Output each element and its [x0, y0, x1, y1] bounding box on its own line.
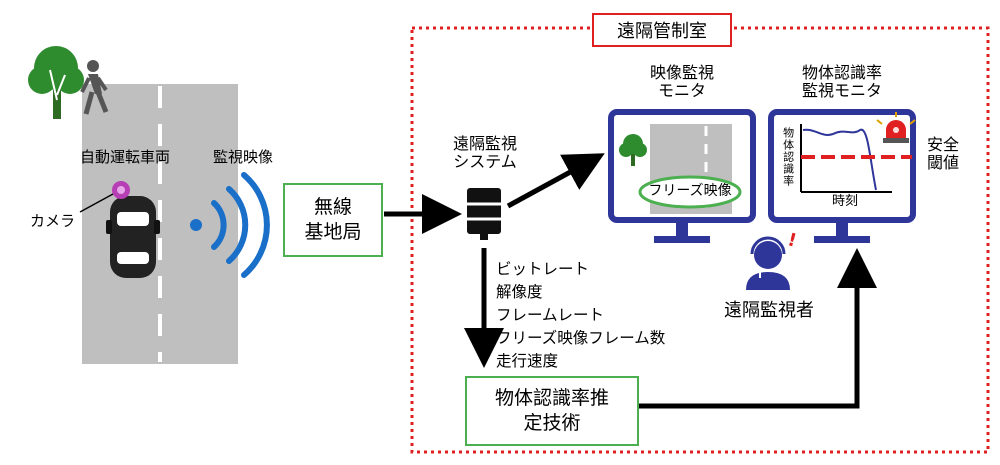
- server-icon: [467, 188, 501, 240]
- rate-y-axis-label: 物体認識率: [781, 127, 795, 187]
- param-item: ビットレート: [496, 260, 590, 278]
- freeze-label: フリーズ映像: [648, 183, 732, 199]
- safety-line1: 安全: [926, 135, 959, 154]
- video-label: 監視映像: [213, 148, 274, 166]
- estimation-box: 物体認識率推 定技術: [465, 376, 639, 446]
- param-item: 解像度: [496, 282, 543, 301]
- param-item: 走行速度: [496, 351, 559, 370]
- control-room-title: 遠隔管制室: [592, 13, 732, 47]
- rate-monitor-line2: 監視モニタ: [801, 81, 882, 101]
- tree-icon: [28, 46, 84, 119]
- safety-threshold-label: 安全 閾値: [920, 135, 966, 173]
- video-monitor: [608, 109, 756, 243]
- control-room-title-text: 遠隔管制室: [617, 21, 707, 42]
- video-monitor-line2: モニタ: [657, 81, 706, 101]
- arrow-system-to-monitor: [506, 153, 605, 209]
- monitoring-system-line2: システム: [453, 152, 517, 172]
- estimation-line2: 定技術: [523, 412, 581, 434]
- camera-icon: [79, 181, 130, 213]
- arrow-estimation-to-rate-monitor: [637, 248, 877, 409]
- rate-monitor-title: 物体認識率 監視モニタ: [782, 63, 902, 101]
- rate-monitor-line1: 物体認識率: [801, 63, 882, 82]
- parameter-list: ビットレート 解像度 フレームレート フリーズ映像フレーム数 走行速度: [496, 258, 665, 373]
- base-station-line1: 無線: [313, 196, 352, 219]
- freeze-ellipse: [638, 175, 742, 209]
- param-item: フリーズ映像フレーム数: [496, 328, 666, 347]
- radio-wave-icon: [190, 172, 270, 278]
- observer-icon: !: [746, 229, 799, 290]
- car-icon: [106, 196, 160, 278]
- safety-line2: 閾値: [926, 153, 959, 173]
- estimation-line1: 物体認識率推: [494, 387, 609, 410]
- base-station-box: 無線 基地局: [283, 183, 383, 257]
- rate-monitor: [768, 109, 916, 243]
- observer-label: 遠隔監視者: [724, 300, 814, 321]
- param-item: フレームレート: [496, 305, 605, 324]
- monitoring-system-label: 遠隔監視 システム: [430, 134, 540, 172]
- video-monitor-line1: 映像監視: [649, 63, 714, 82]
- svg-text:!: !: [785, 229, 798, 251]
- camera-label: カメラ: [30, 212, 76, 230]
- monitoring-system-line1: 遠隔監視: [452, 134, 517, 153]
- pedestrian-icon: [80, 60, 109, 115]
- video-monitor-title: 映像監視 モニタ: [622, 63, 742, 101]
- rate-x-axis-label: 時刻: [832, 194, 859, 209]
- vehicle-label: 自動運転車両: [80, 148, 171, 166]
- base-station-line2: 基地局: [304, 221, 362, 243]
